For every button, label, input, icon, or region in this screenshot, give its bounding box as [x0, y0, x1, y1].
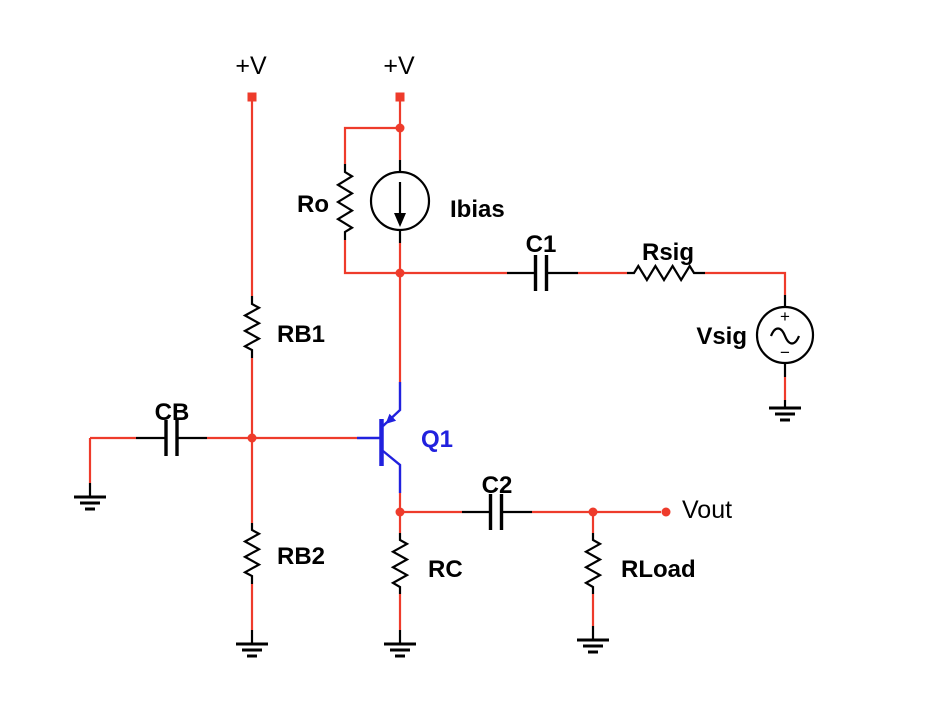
- component-label: Rsig: [642, 239, 694, 266]
- sine-icon: [769, 327, 801, 345]
- output-terminal-vout: Vout: [661, 496, 732, 524]
- terminal-square: [247, 92, 257, 102]
- ground-bars: [236, 642, 268, 658]
- component-label: Ro: [297, 191, 329, 218]
- resistor-body: [335, 164, 355, 240]
- collector-lead: [382, 450, 402, 493]
- current-source-ibias: Ibias: [369, 160, 505, 243]
- component-label: C1: [526, 231, 557, 258]
- source-circle: [369, 170, 431, 232]
- component-label: RB2: [277, 543, 325, 570]
- resistor-ro: Ro: [297, 164, 355, 240]
- ground-symbol-input: [74, 483, 106, 511]
- polarity-plus: +: [780, 307, 790, 326]
- source-circle: [755, 305, 815, 365]
- ground-symbol-rload: [577, 626, 609, 654]
- resistor-rsig: Rsig: [627, 239, 705, 283]
- power-label: +V: [383, 52, 415, 80]
- ground-bars: [74, 495, 106, 511]
- resistor-rload: RLoad: [583, 533, 696, 594]
- current-arrow-head: [394, 213, 406, 227]
- component-label: RC: [428, 556, 463, 583]
- terminal-square: [395, 92, 405, 102]
- net-label-vout: Vout: [682, 496, 732, 524]
- emitter-arrow: [385, 413, 397, 424]
- resistor-rb2: RB2: [242, 523, 325, 584]
- resistor-body: [390, 533, 410, 594]
- ground-bars: [769, 406, 801, 422]
- ground-symbol-rc: [384, 630, 416, 658]
- component-label: RLoad: [621, 556, 696, 583]
- resistor-body: [242, 296, 262, 358]
- resistor-body: [583, 533, 603, 594]
- component-label: CB: [155, 399, 190, 426]
- component-label: Q1: [421, 426, 453, 453]
- ac-source-vsig: + − Vsig: [696, 295, 815, 377]
- component-label: C2: [482, 472, 513, 499]
- transistor-q1: Q1: [357, 382, 453, 493]
- junction-dot: [395, 507, 405, 517]
- ground-symbol-rb2: [236, 630, 268, 658]
- component-label: Ibias: [450, 196, 505, 223]
- wire-ro-top-branch: [343, 126, 400, 164]
- wire-ro-bottom-branch: [343, 240, 400, 275]
- capacitor-c1: C1: [507, 231, 578, 291]
- resistor-rc: RC: [390, 533, 463, 594]
- resistor-rb1: RB1: [242, 296, 325, 358]
- power-terminal-right: +V: [383, 52, 415, 102]
- wire-rsig-to-vsig: [705, 271, 787, 295]
- power-label: +V: [235, 52, 267, 80]
- ground-bars: [577, 638, 609, 654]
- resistor-body: [242, 523, 262, 584]
- terminal-dot: [661, 507, 671, 517]
- wires: [88, 101, 787, 630]
- resistor-body: [627, 263, 705, 283]
- junction-dot: [395, 268, 405, 278]
- component-label: Vsig: [696, 323, 747, 350]
- junction-dot: [588, 507, 598, 517]
- polarity-minus: −: [780, 343, 790, 362]
- junction-dot: [247, 433, 257, 443]
- capacitor-cb: CB: [136, 399, 207, 456]
- capacitor-c2: C2: [462, 472, 532, 530]
- junction-dots: [247, 123, 598, 517]
- component-label: RB1: [277, 321, 325, 348]
- ground-symbol-vsig: [769, 400, 801, 422]
- ground-bars: [384, 642, 416, 658]
- power-terminal-left: +V: [235, 52, 267, 102]
- junction-dot: [395, 123, 405, 133]
